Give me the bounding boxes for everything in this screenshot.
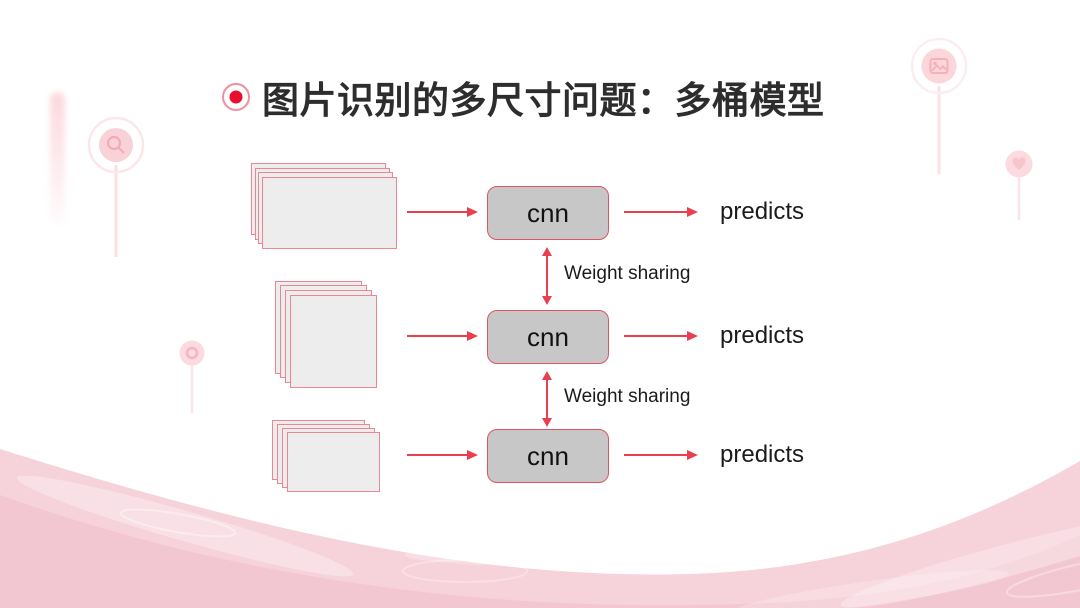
red-dot-icon bbox=[229, 90, 243, 104]
weight-sharing-label: Weight sharing bbox=[564, 386, 691, 407]
arrow-right-icon bbox=[624, 331, 698, 341]
image-card bbox=[290, 295, 377, 388]
predicts-label-row2: predicts bbox=[720, 322, 805, 349]
cnn-box-row3: cnn bbox=[487, 429, 609, 483]
arrow-right-icon bbox=[407, 331, 478, 341]
predicts-label-row1: predicts bbox=[720, 198, 805, 225]
image-stack-row1 bbox=[251, 163, 401, 253]
image-card bbox=[287, 432, 380, 492]
heart-pin-decoration bbox=[999, 144, 1039, 229]
page-title: 图片识别的多尺寸问题：多桶模型 bbox=[262, 80, 825, 121]
arrow-right-icon bbox=[407, 207, 478, 217]
ring-icon bbox=[179, 340, 205, 413]
search-icon bbox=[87, 116, 145, 257]
picture-pin-decoration bbox=[899, 26, 979, 181]
cnn-box-row1: cnn bbox=[487, 186, 609, 240]
predicts-label-row3: predicts bbox=[720, 441, 805, 468]
picture-icon bbox=[910, 37, 968, 174]
weight-sharing-arrow-icon bbox=[542, 371, 552, 427]
image-card bbox=[262, 177, 397, 249]
title-row: 图片识别的多尺寸问题：多桶模型 bbox=[222, 70, 825, 124]
edge-glow-decoration bbox=[50, 92, 65, 224]
weight-sharing-label: Weight sharing bbox=[564, 263, 691, 284]
weight-sharing-arrow-icon bbox=[542, 247, 552, 305]
cnn-label: cnn bbox=[527, 321, 569, 352]
cnn-label: cnn bbox=[527, 197, 569, 228]
arrow-right-icon bbox=[624, 207, 698, 217]
image-stack-row2 bbox=[275, 281, 380, 391]
image-stack-row3 bbox=[272, 420, 384, 495]
search-pin-decoration bbox=[76, 105, 156, 270]
ring-pin-decoration bbox=[172, 333, 212, 423]
cnn-box-row2: cnn bbox=[487, 310, 609, 364]
heart-icon bbox=[1005, 150, 1033, 220]
arrow-right-icon bbox=[624, 450, 698, 460]
cnn-label: cnn bbox=[527, 440, 569, 471]
arrow-right-icon bbox=[407, 450, 478, 460]
title-bullet-icon bbox=[222, 83, 250, 111]
